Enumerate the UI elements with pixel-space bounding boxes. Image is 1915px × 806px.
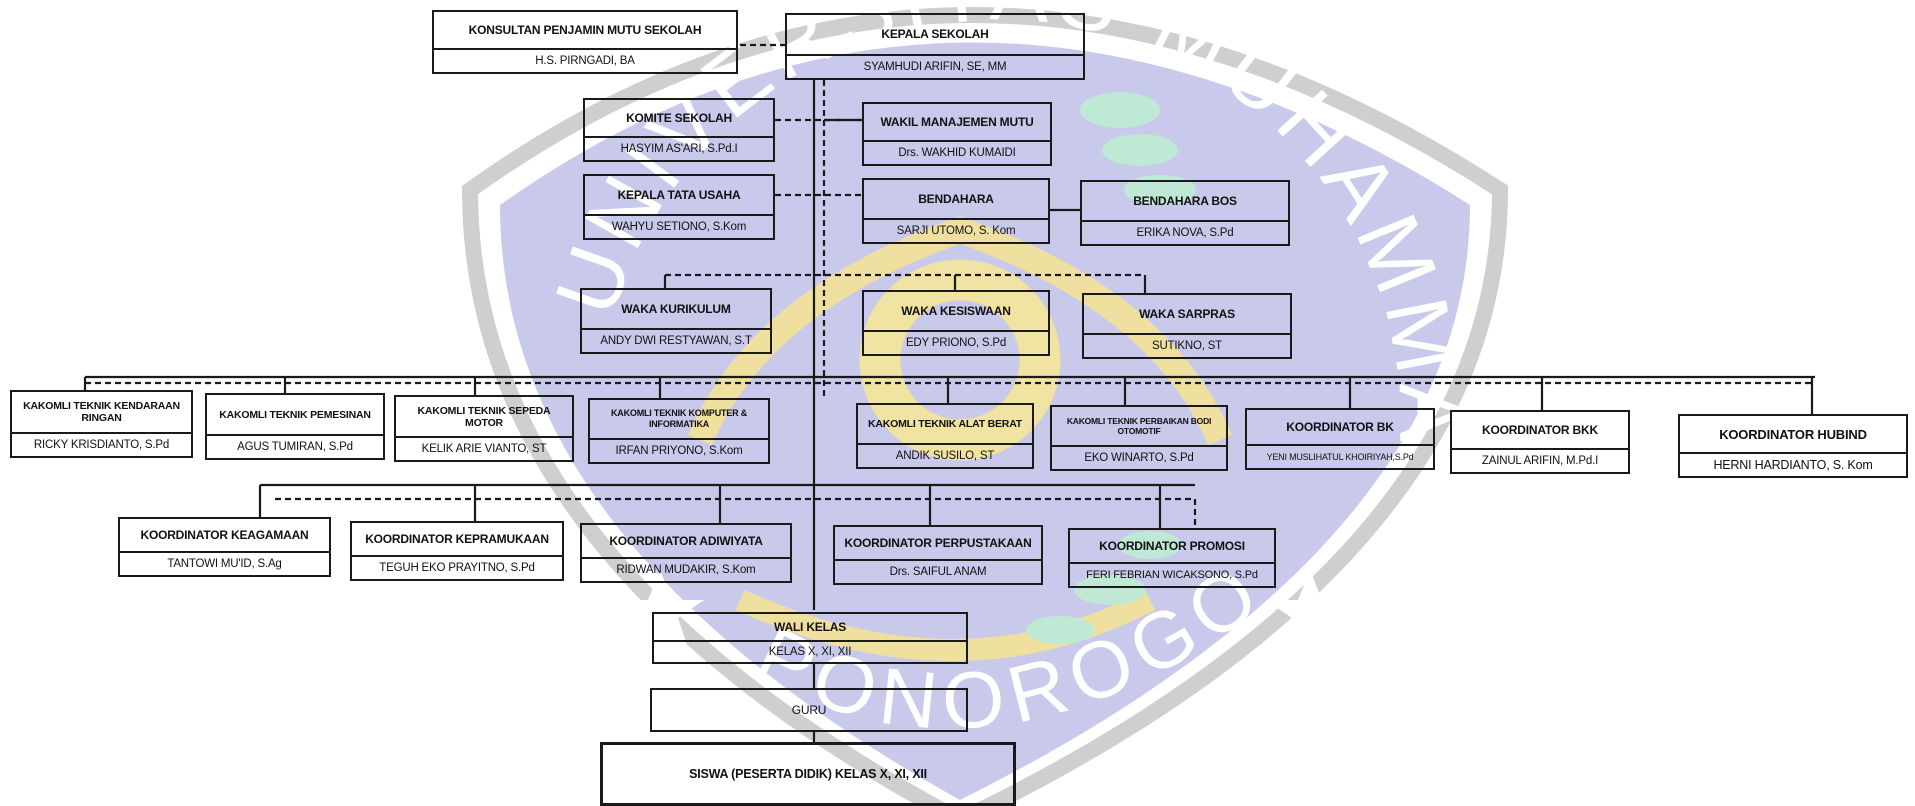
org-box-kepala-tata-usaha: KEPALA TATA USAHA WAHYU SETIONO, S.Kom: [583, 174, 775, 240]
org-box-name: SARJI UTOMO, S. Kom: [864, 218, 1048, 242]
org-box-title: KOMITE SEKOLAH: [626, 110, 732, 125]
org-box-title: GURU: [791, 702, 827, 717]
org-box-waka-kesiswaan: WAKA KESISWAAN EDY PRIONO, S.Pd: [862, 290, 1050, 356]
org-box-title: KOORDINATOR KEPRAMUKAAN: [365, 531, 549, 546]
org-box-title: KOORDINATOR BK: [1286, 419, 1394, 434]
org-box-name: HASYIM AS'ARI, S.Pd.I: [585, 136, 773, 160]
org-box-name: KELAS X, XI, XII: [654, 640, 966, 662]
org-box-title: KEPALA SEKOLAH: [881, 27, 989, 41]
org-box-name: ZAINUL ARIFIN, M.Pd.I: [1452, 448, 1628, 472]
org-box-name: TANTOWI MU'ID, S.Ag: [120, 551, 329, 575]
org-box-koordinator-hubind: KOORDINATOR HUBIND HERNI HARDIANTO, S. K…: [1678, 414, 1908, 478]
org-box-title: SISWA (PESERTA DIDIK) KELAS X, XI, XII: [689, 766, 927, 781]
org-box-kepala-sekolah: KEPALA SEKOLAH SYAMHUDI ARIFIN, SE, MM: [785, 13, 1085, 80]
org-box-title: KAKOMLI TEKNIK KOMPUTER & INFORMATIKA: [611, 408, 747, 429]
org-box-title: KOORDINATOR ADIWIYATA: [609, 533, 763, 548]
org-box-name: TEGUH EKO PRAYITNO, S.Pd: [352, 555, 562, 579]
org-box-wakil-manajemen-mutu: WAKIL MANAJEMEN MUTU Drs. WAKHID KUMAIDI: [862, 102, 1052, 166]
org-box-title: KAKOMLI TEKNIK PERBAIKAN BODI OTOMOTIF: [1066, 416, 1212, 436]
org-box-name: EKO WINARTO, S.Pd: [1052, 445, 1226, 469]
org-box-name: ERIKA NOVA, S.Pd: [1082, 220, 1288, 244]
org-box-name: H.S. PIRNGADI, BA: [434, 48, 736, 72]
org-box-bendahara-bos: BENDAHARA BOS ERIKA NOVA, S.Pd: [1080, 180, 1290, 246]
org-box-siswa: SISWA (PESERTA DIDIK) KELAS X, XI, XII: [600, 742, 1016, 806]
org-box-koordinator-adiwiyata: KOORDINATOR ADIWIYATA RIDWAN MUDAKIR, S.…: [580, 523, 792, 583]
org-box-kakomli-tbo: KAKOMLI TEKNIK PERBAIKAN BODI OTOMOTIF E…: [1050, 405, 1228, 471]
org-box-name: KELIK ARIE VIANTO, ST: [396, 436, 572, 460]
org-box-konsultan: KONSULTAN PENJAMIN MUTU SEKOLAH H.S. PIR…: [432, 10, 738, 74]
org-box-name: WAHYU SETIONO, S.Kom: [585, 214, 773, 238]
org-box-kakomli-tab: KAKOMLI TEKNIK ALAT BERAT ANDIK SUSILO, …: [856, 403, 1034, 469]
org-box-title: KONSULTAN PENJAMIN MUTU SEKOLAH: [468, 22, 702, 37]
org-box-kakomli-tkr: KAKOMLI TEKNIK KENDARAAN RINGAN RICKY KR…: [10, 390, 193, 458]
org-box-name: Drs. SAIFUL ANAM: [835, 559, 1041, 583]
org-box-koordinator-perpustakaan: KOORDINATOR PERPUSTAKAAN Drs. SAIFUL ANA…: [833, 525, 1043, 585]
org-box-koordinator-keagamaan: KOORDINATOR KEAGAMAAN TANTOWI MU'ID, S.A…: [118, 517, 331, 577]
shield-outline: [461, 7, 1509, 806]
org-box-name: SYAMHUDI ARIFIN, SE, MM: [787, 54, 1083, 78]
org-box-title: KOORDINATOR HUBIND: [1719, 426, 1867, 442]
org-box-waka-kurikulum: WAKA KURIKULUM ANDY DWI RESTYAWAN, S.T: [580, 288, 772, 354]
org-box-title: KOORDINATOR PERPUSTAKAAN: [844, 535, 1032, 550]
org-box-koordinator-bk: KOORDINATOR BK YENI MUSLIHATUL KHOIRIYAH…: [1245, 408, 1435, 470]
org-box-title: KOORDINATOR KEAGAMAAN: [140, 527, 309, 542]
org-box-name: AGUS TUMIRAN, S.Pd: [207, 434, 383, 458]
org-box-koordinator-kepramukaan: KOORDINATOR KEPRAMUKAAN TEGUH EKO PRAYIT…: [350, 521, 564, 581]
org-box-name: ANDY DWI RESTYAWAN, S.T: [582, 328, 770, 352]
org-box-name: Drs. WAKHID KUMAIDI: [864, 140, 1050, 164]
org-box-title: WAKA SARPRAS: [1139, 306, 1235, 321]
green-leaves: [1026, 92, 1196, 644]
org-box-title: WAKA KESISWAAN: [901, 303, 1011, 318]
org-box-bendahara: BENDAHARA SARJI UTOMO, S. Kom: [862, 178, 1050, 244]
org-box-wali-kelas: WALI KELAS KELAS X, XI, XII: [652, 612, 968, 664]
org-box-title: KEPALA TATA USAHA: [617, 187, 741, 202]
org-box-title: WAKIL MANAJEMEN MUTU: [880, 114, 1034, 129]
org-box-title: KAKOMLI TEKNIK ALAT BERAT: [867, 418, 1023, 430]
org-box-title: WAKA KURIKULUM: [621, 301, 731, 316]
org-box-name: FERI FEBRIAN WICAKSONO, S.Pd: [1070, 562, 1274, 586]
org-box-kakomli-tp: KAKOMLI TEKNIK PEMESINAN AGUS TUMIRAN, S…: [205, 393, 385, 460]
org-box-title: KAKOMLI TEKNIK PEMESINAN: [219, 408, 371, 421]
org-box-koordinator-promosi: KOORDINATOR PROMOSI FERI FEBRIAN WICAKSO…: [1068, 528, 1276, 588]
org-box-name: HERNI HARDIANTO, S. Kom: [1680, 452, 1906, 476]
org-box-name: ANDIK SUSILO, ST: [858, 443, 1032, 467]
org-box-name: RICKY KRISDIANTO, S.Pd: [12, 432, 191, 456]
org-box-kakomli-tsm: KAKOMLI TEKNIK SEPEDA MOTOR KELIK ARIE V…: [394, 395, 574, 462]
org-box-title: BENDAHARA: [918, 191, 994, 206]
org-box-title: WALI KELAS: [774, 619, 846, 634]
org-box-name: RIDWAN MUDAKIR, S.Kom: [582, 557, 790, 581]
org-box-guru: GURU: [650, 688, 968, 732]
org-box-title: KOORDINATOR BKK: [1482, 422, 1598, 437]
org-box-title: KOORDINATOR PROMOSI: [1099, 538, 1245, 553]
org-box-name: SUTIKNO, ST: [1084, 333, 1290, 357]
org-box-waka-sarpras: WAKA SARPRAS SUTIKNO, ST: [1082, 293, 1292, 359]
org-box-name: IRFAN PRIYONO, S.Kom: [590, 438, 768, 462]
org-box-komite-sekolah: KOMITE SEKOLAH HASYIM AS'ARI, S.Pd.I: [583, 98, 775, 162]
org-box-title: BENDAHARA BOS: [1133, 193, 1237, 208]
org-box-koordinator-bkk: KOORDINATOR BKK ZAINUL ARIFIN, M.Pd.I: [1450, 410, 1630, 474]
org-box-name: YENI MUSLIHATUL KHOIRIYAH,S.Pd: [1247, 444, 1433, 468]
star-icon: [616, 570, 1354, 648]
org-box-title: KAKOMLI TEKNIK KENDARAAN RINGAN: [23, 400, 180, 424]
org-box-name: EDY PRIONO, S.Pd: [864, 330, 1048, 354]
org-box-title: KAKOMLI TEKNIK SEPEDA MOTOR: [417, 404, 551, 429]
org-box-kakomli-tki: KAKOMLI TEKNIK KOMPUTER & INFORMATIKA IR…: [588, 398, 770, 464]
